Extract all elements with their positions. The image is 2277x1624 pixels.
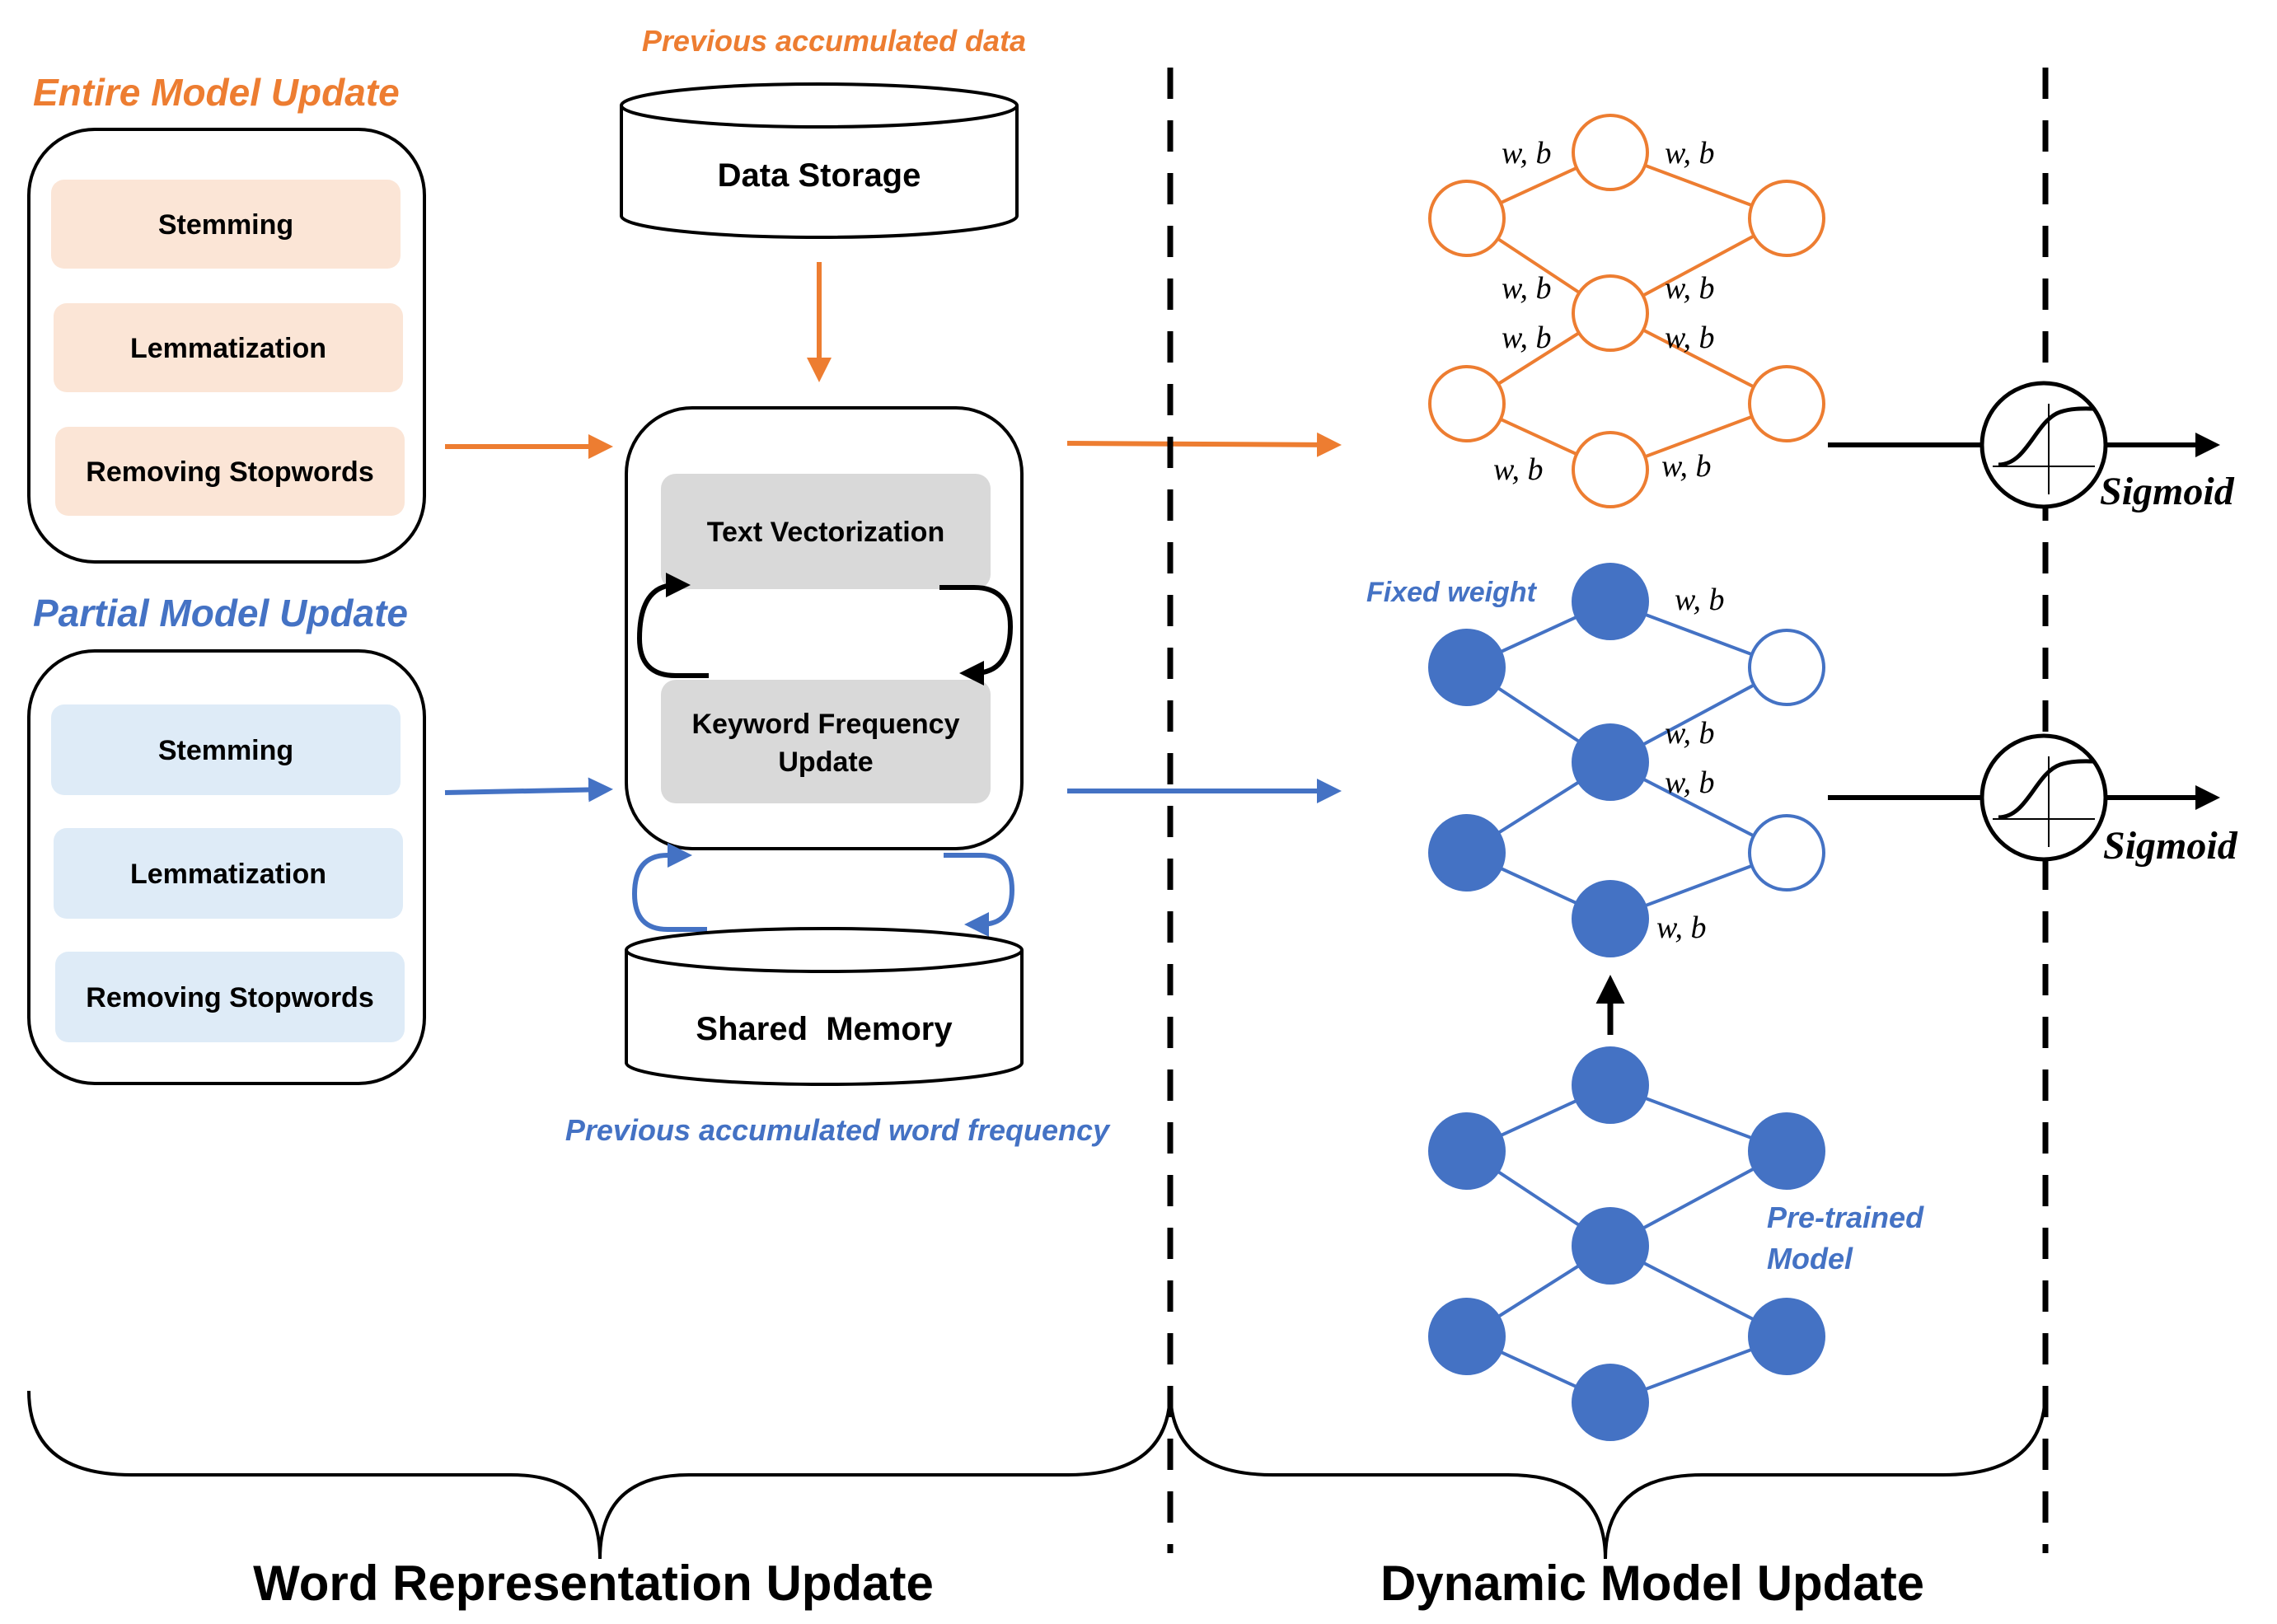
pretrained-network-node bbox=[1748, 1112, 1825, 1190]
shared-memory-cylinder bbox=[625, 927, 1024, 1086]
partial-to-processor-arrow bbox=[444, 777, 613, 803]
weight-bias-labels: w, b w, b w, b w, b w, b w, b w, b w, b w, b w, b… bbox=[1493, 136, 1725, 945]
storage-caption: Previous accumulated data bbox=[642, 24, 1026, 58]
entire-sigmoid-icon bbox=[1979, 381, 2108, 509]
entire-lemmatization-label: Lemmatization bbox=[130, 333, 326, 364]
pretrained-network-node bbox=[1572, 1207, 1649, 1285]
weight-bias-label: w, b bbox=[1656, 910, 1707, 945]
text-vectorization-label: Text Vectorization bbox=[707, 517, 944, 548]
keyword-frequency-label-line1: Keyword Frequency bbox=[692, 709, 960, 740]
partial-stemming-label: Stemming bbox=[158, 735, 293, 766]
entire-network-node bbox=[1428, 365, 1506, 442]
data-storage-label: Data Storage bbox=[718, 157, 921, 194]
partial-lemmatization-label: Lemmatization bbox=[130, 859, 326, 890]
partial-network-node bbox=[1428, 629, 1506, 706]
fixed-weight-label: Fixed weight bbox=[1366, 577, 1538, 608]
brace-right bbox=[1169, 1390, 2047, 1560]
weight-bias-label: w, b bbox=[1502, 321, 1552, 355]
pretrained-label-line2: Model bbox=[1767, 1242, 1853, 1275]
pretrained-network-node bbox=[1428, 1112, 1506, 1190]
partial-stopwords-box bbox=[55, 952, 405, 1042]
partial-model-title: Partial Model Update bbox=[33, 592, 408, 634]
entire-lemmatization-box bbox=[54, 303, 403, 392]
partial-sigmoid-label: Sigmoid bbox=[2103, 824, 2238, 868]
entire-update-network bbox=[1428, 114, 1825, 508]
weight-bias-label: w, b bbox=[1502, 136, 1552, 171]
memory-cycle-arrow-left bbox=[631, 843, 707, 932]
pretrained-label-line1: Pre-trained bbox=[1767, 1200, 1924, 1234]
section-title-right: Dynamic Model Update bbox=[1380, 1556, 1924, 1611]
partial-network-node bbox=[1572, 723, 1649, 801]
weight-bias-label: w, b bbox=[1661, 449, 1712, 484]
entire-stopwords-box bbox=[55, 427, 405, 516]
pretrained-network bbox=[1428, 1046, 1825, 1441]
memory-caption: Previous accumulated word frequency bbox=[565, 1113, 1111, 1147]
weight-bias-label: w, b bbox=[1502, 271, 1552, 306]
entire-network-node bbox=[1748, 365, 1825, 442]
data-storage-cylinder bbox=[620, 82, 1019, 239]
entire-network-node bbox=[1572, 114, 1649, 191]
partial-stemming-box bbox=[51, 704, 401, 795]
memory-cycle-arrow-right bbox=[944, 853, 1015, 937]
weight-bias-label: w, b bbox=[1665, 136, 1715, 171]
entire-stemming-label: Stemming bbox=[158, 209, 293, 241]
text-vectorization-box bbox=[661, 474, 991, 589]
weight-bias-label: w, b bbox=[1493, 452, 1544, 487]
partial-stopwords-label: Removing Stopwords bbox=[86, 982, 373, 1013]
keyword-frequency-label-line2: Update bbox=[778, 746, 873, 778]
weight-bias-label: w, b bbox=[1665, 765, 1715, 800]
entire-stopwords-label: Removing Stopwords bbox=[86, 456, 373, 488]
entire-network-node bbox=[1428, 180, 1506, 257]
processor-to-entire-network-arrow bbox=[1066, 432, 1342, 457]
partial-network-node bbox=[1572, 563, 1649, 640]
shared-memory-label: Shared Memory bbox=[696, 1011, 953, 1047]
entire-network-node bbox=[1572, 431, 1649, 508]
weight-bias-label: w, b bbox=[1675, 583, 1725, 617]
pretrained-network-node bbox=[1572, 1364, 1649, 1441]
entire-sigmoid-label: Sigmoid bbox=[2100, 470, 2235, 513]
brace-left bbox=[27, 1390, 1172, 1560]
weight-bias-label: w, b bbox=[1665, 321, 1715, 355]
weight-bias-label: w, b bbox=[1665, 271, 1715, 306]
entire-model-title: Entire Model Update bbox=[33, 71, 400, 114]
partial-update-network bbox=[1428, 563, 1825, 957]
section-title-left: Word Representation Update bbox=[253, 1556, 934, 1611]
partial-network-node bbox=[1748, 814, 1825, 892]
pretrained-network-node bbox=[1572, 1046, 1649, 1124]
partial-network-node bbox=[1572, 880, 1649, 957]
cycle-arrow-left bbox=[636, 573, 709, 678]
cycle-arrow-right bbox=[939, 585, 1014, 686]
entire-network-node bbox=[1572, 274, 1649, 352]
partial-network-node bbox=[1748, 629, 1825, 706]
partial-lemmatization-box bbox=[54, 828, 403, 919]
pretrained-network-node bbox=[1748, 1298, 1825, 1375]
weight-bias-label: w, b bbox=[1665, 716, 1715, 751]
partial-network-node bbox=[1428, 814, 1506, 892]
entire-network-node bbox=[1748, 180, 1825, 257]
keyword-frequency-box bbox=[661, 680, 991, 803]
entire-stemming-box bbox=[51, 180, 401, 269]
pretrained-network-node bbox=[1428, 1298, 1506, 1375]
partial-sigmoid-icon bbox=[1979, 733, 2108, 862]
